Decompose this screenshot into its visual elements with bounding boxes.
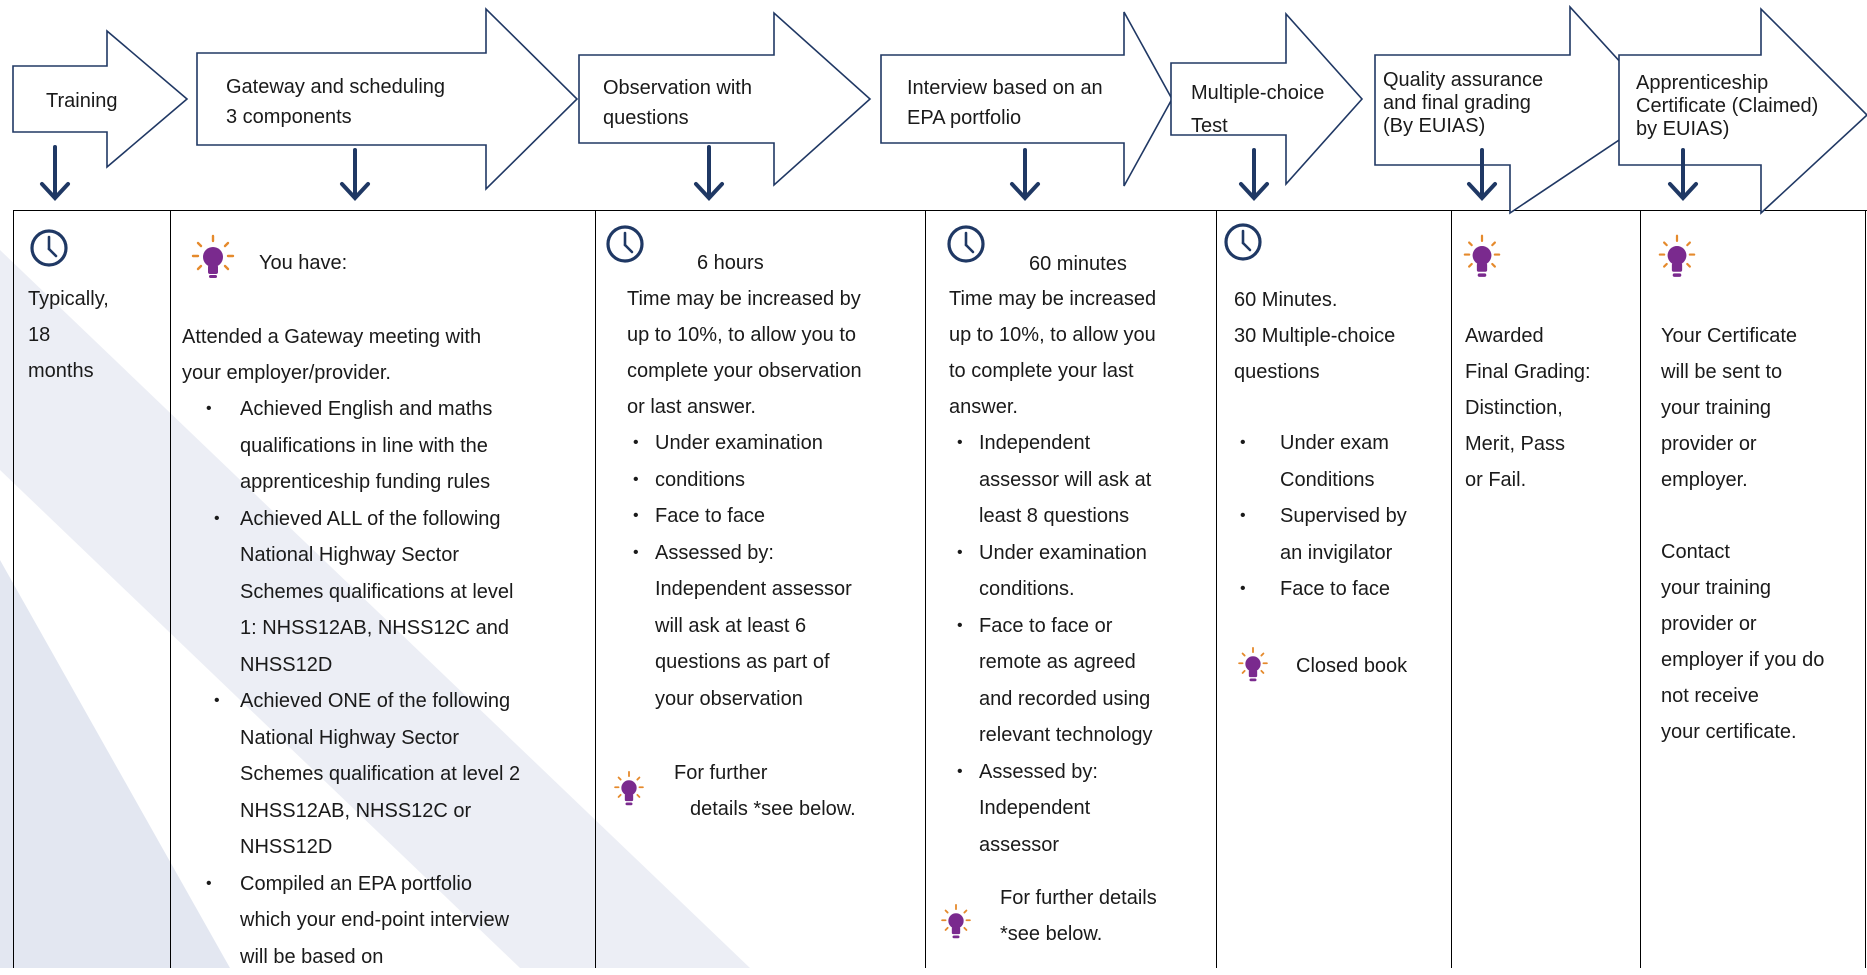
column-training [13,211,170,968]
column-grading [1451,211,1640,968]
column-observation [595,211,925,968]
stage-label-grading: Quality assurance and final grading (By … [1383,69,1543,138]
stage-label-mcq: Multiple-choice Test [1191,77,1324,143]
stage-label-gateway: Gateway and scheduling 3 components [226,72,445,132]
column-certificate [1640,211,1866,968]
stage-label-interview: Interview based on an EPA portfolio [907,73,1103,133]
stage-label-observation: Observation with questions [603,73,752,133]
column-gateway [170,211,595,968]
column-interview [925,211,1216,968]
stage-label-training: Training [46,86,118,116]
column-mcq [1216,211,1451,968]
stage-label-certificate: Apprenticeship Certificate (Claimed) by … [1636,72,1818,141]
